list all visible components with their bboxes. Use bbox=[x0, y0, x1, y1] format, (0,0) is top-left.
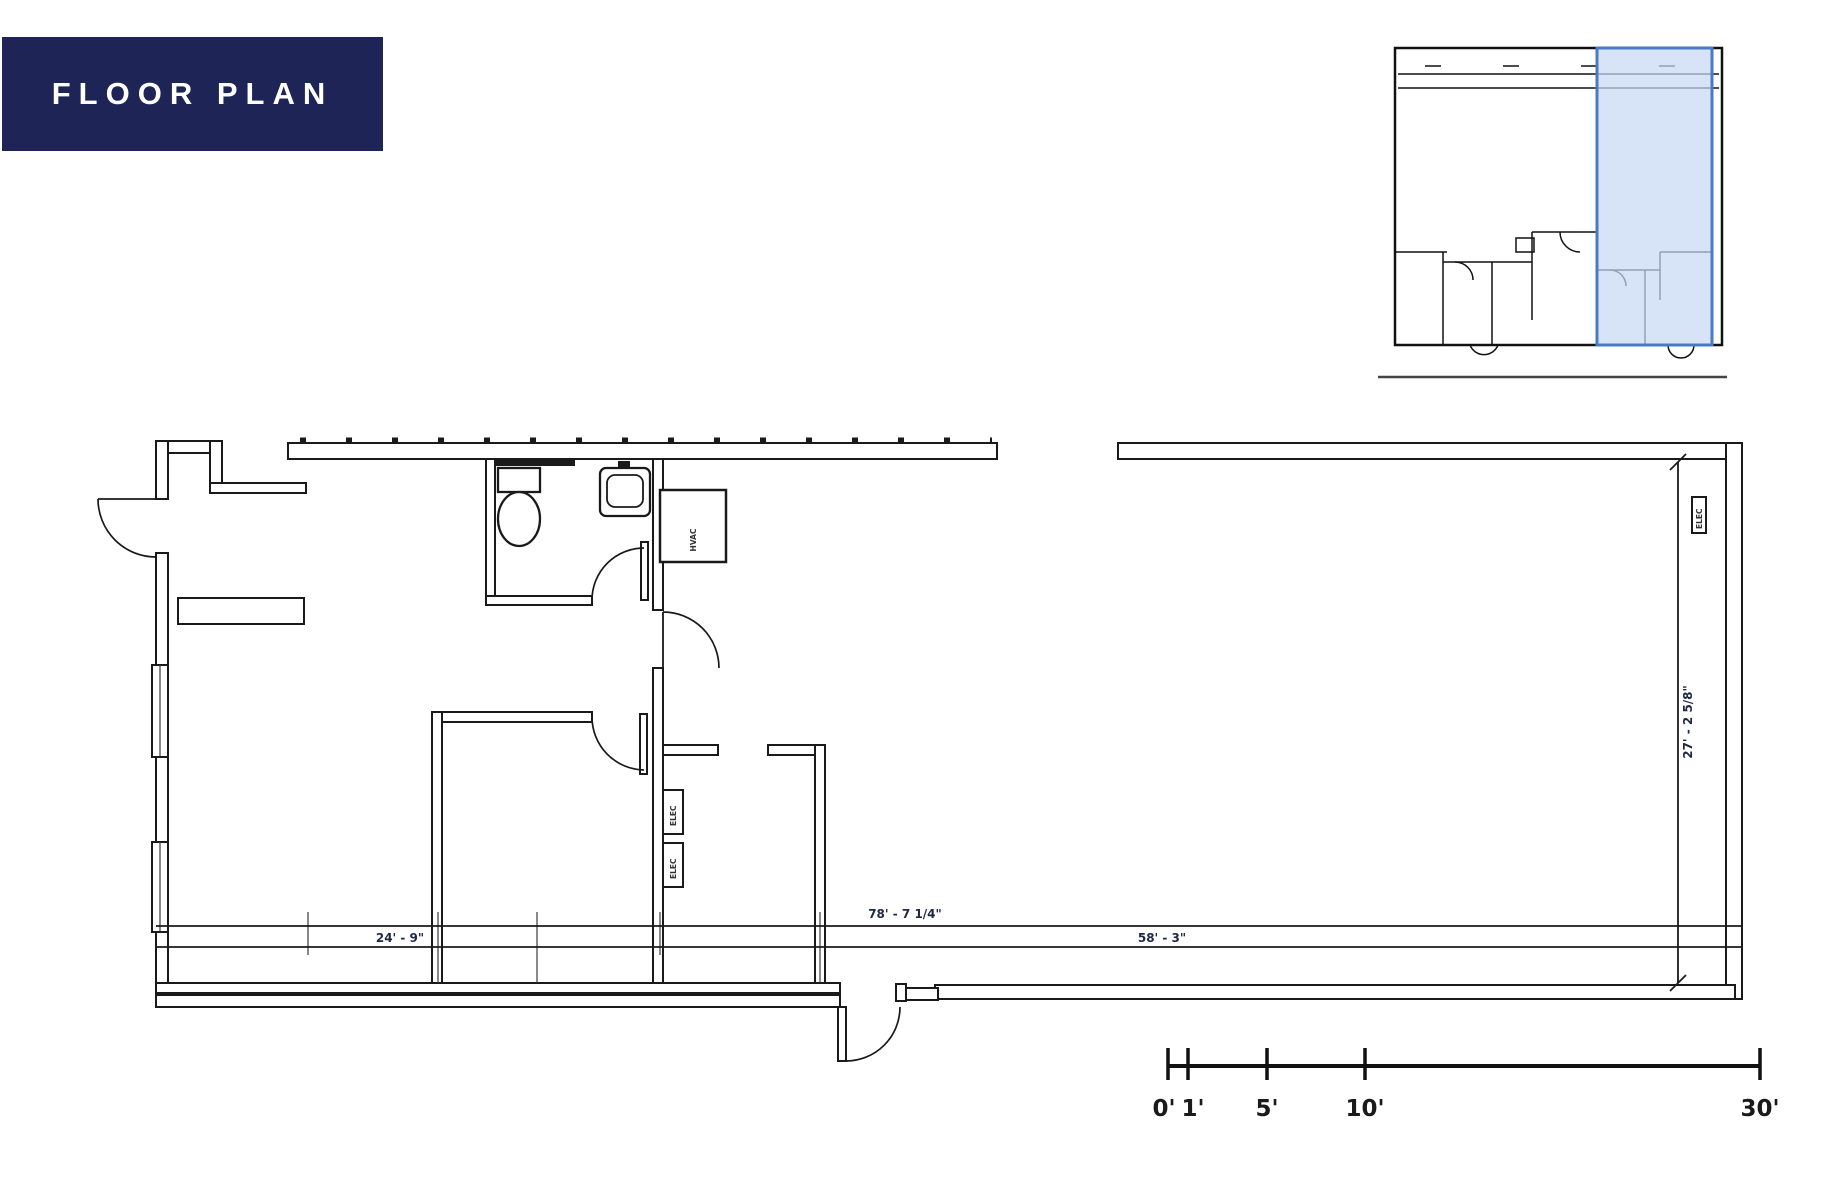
elec-panel-1-label: ELEC bbox=[669, 805, 678, 826]
bottom-wall-left-section bbox=[155, 994, 841, 1008]
inner-bottom-wall-band bbox=[155, 982, 841, 994]
bathroom-fixtures bbox=[496, 461, 652, 548]
dim-right-section-height: 27' - 2 5/8" bbox=[1681, 685, 1695, 759]
top-wall-left-section bbox=[287, 442, 998, 460]
dim-left-section-width: 24' - 9" bbox=[376, 931, 424, 945]
overview-highlight-region bbox=[1595, 46, 1714, 347]
bottom-door-jamb bbox=[895, 983, 907, 1002]
window-left-2 bbox=[151, 841, 169, 933]
scale-label-0: 0' bbox=[1152, 1096, 1175, 1122]
bottom-door-leaf bbox=[837, 1006, 847, 1062]
top-wall-right-section bbox=[1117, 442, 1743, 460]
left-wall-upper bbox=[155, 440, 169, 500]
dim-tick-top bbox=[1669, 453, 1687, 471]
scale-label-1: 1' bbox=[1181, 1096, 1204, 1122]
bottom-wall-right-section bbox=[934, 984, 1736, 1000]
sink-basin-outer bbox=[598, 466, 652, 518]
left-wall-mid bbox=[155, 552, 169, 666]
sink-basin-inner bbox=[606, 474, 644, 508]
dim-right-section-width: 58' - 3" bbox=[1138, 931, 1186, 945]
entry-door-swing-arc bbox=[97, 498, 157, 558]
elec-panel-right-wall: ELEC bbox=[1691, 496, 1707, 534]
elec-panel-1: ELEC bbox=[662, 789, 684, 835]
left-wall-pier bbox=[155, 756, 169, 843]
scale-label-30: 30' bbox=[1740, 1096, 1779, 1122]
scale-bar: 0' 1' 5' 10' 30' bbox=[1152, 1048, 1780, 1122]
exterior-walls bbox=[151, 437, 1743, 1008]
entry-door-left bbox=[97, 498, 157, 558]
window-left-1 bbox=[151, 664, 169, 758]
toilet-bowl bbox=[496, 490, 542, 548]
bathroom-door-swing-arc bbox=[591, 547, 645, 601]
dimension-annotations: 78' - 7 1/4" 24' - 9" 58' - 3" 27' - 2 5… bbox=[156, 453, 1742, 992]
vestibule-wall-h bbox=[209, 482, 307, 494]
room1-door-leaf bbox=[639, 713, 648, 775]
dim-tick-bottom bbox=[1669, 974, 1687, 992]
toilet-tank bbox=[496, 466, 542, 494]
bathroom-bottom-wall bbox=[485, 595, 593, 606]
vestibule-counter-wall bbox=[177, 597, 305, 625]
elec-panel-right-label: ELEC bbox=[1695, 508, 1704, 529]
bathroom-wet-wall bbox=[495, 459, 575, 466]
room2-top-wall-left bbox=[662, 744, 719, 756]
hvac-closet bbox=[658, 488, 728, 564]
corridor-door-swing-arc bbox=[662, 611, 720, 669]
room1-left-wall bbox=[431, 711, 443, 991]
bathroom-door-leaf bbox=[640, 541, 649, 601]
bathroom-left-wall bbox=[485, 458, 496, 606]
title-banner: FLOOR PLAN bbox=[2, 37, 383, 151]
page-title: FLOOR PLAN bbox=[51, 76, 334, 111]
interior-walls: HVAC ELEC ELEC ELEC bbox=[155, 458, 1707, 994]
overview-key-plan bbox=[1378, 46, 1727, 379]
elec-panel-2-label: ELEC bbox=[669, 858, 678, 879]
bottom-exit-door bbox=[837, 1006, 901, 1062]
bottom-door-swing-arc bbox=[845, 1006, 901, 1062]
right-wall bbox=[1725, 442, 1743, 1000]
room1-top-wall bbox=[431, 711, 593, 723]
hvac-label: HVAC bbox=[689, 528, 698, 551]
sink-faucet bbox=[618, 461, 630, 468]
scale-label-5: 5' bbox=[1255, 1096, 1278, 1122]
elec-panel-2: ELEC bbox=[662, 842, 684, 888]
dim-overall-width: 78' - 7 1/4" bbox=[868, 907, 942, 921]
room1-door-swing-arc bbox=[591, 716, 645, 771]
scale-label-10: 10' bbox=[1345, 1096, 1384, 1122]
corridor-wall-lower bbox=[652, 667, 664, 994]
